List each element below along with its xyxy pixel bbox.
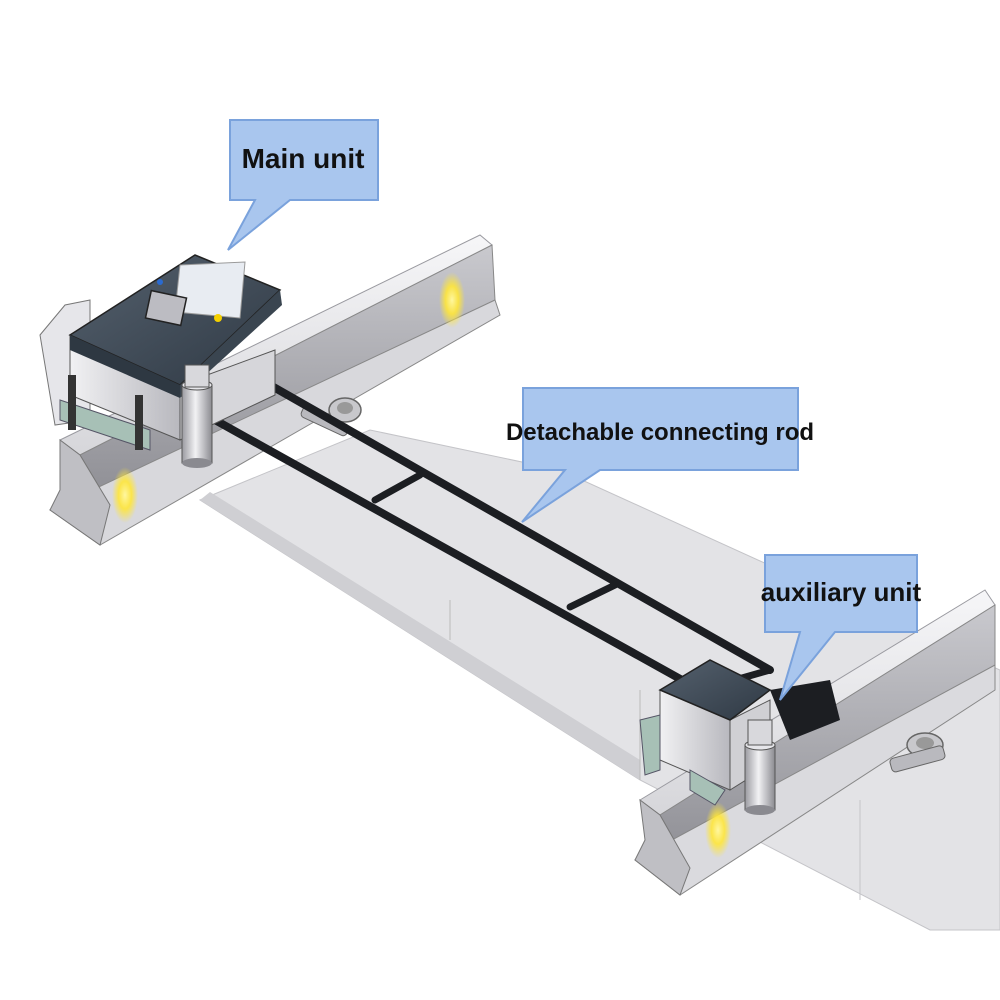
callout-main-unit: Main unit [227,119,379,251]
sensor-glow-1 [439,272,465,328]
indicator-light [214,314,222,322]
callout-auxiliary-unit-label: auxiliary unit [761,577,922,607]
callout-main-unit-label: Main unit [242,143,365,174]
rail-fastener-2 [889,732,946,773]
callout-auxiliary-unit: auxiliary unit [761,554,922,701]
auxiliary-unit-sensor-cylinder [744,719,776,815]
main-unit-latch [144,289,188,327]
main-unit-sensor-cylinder [181,364,213,468]
sensor-glow-2 [112,467,138,523]
callout-connecting-rod: Detachable connecting rod [506,387,814,523]
callout-connecting-rod-label: Detachable connecting rod [506,419,814,446]
sensor-glow-3 [705,802,731,858]
